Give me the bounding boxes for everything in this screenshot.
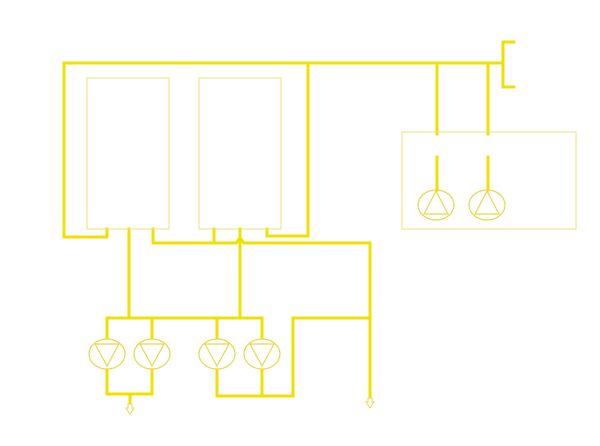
tank-1 xyxy=(86,77,170,230)
outlets xyxy=(125,397,375,415)
pump-4 xyxy=(243,338,281,370)
pump-down-triangle-icon xyxy=(93,343,121,368)
bypass-pipe xyxy=(291,316,372,398)
pump-1 xyxy=(88,338,126,370)
pump-down-triangle-icon xyxy=(248,343,276,368)
pump-up-triangle-icon xyxy=(423,189,449,215)
pump-5 xyxy=(417,189,455,221)
pump-down-triangle-icon xyxy=(138,343,166,368)
pump-casing xyxy=(198,338,236,370)
pump-3 xyxy=(198,338,236,370)
pump-casing xyxy=(243,338,281,370)
left-loop-pipe xyxy=(62,61,109,239)
inlet-bracket xyxy=(501,40,516,89)
pipe-network xyxy=(62,40,516,404)
pump-up-triangle-icon xyxy=(474,189,500,215)
tank-loop-right-pipe xyxy=(265,61,310,238)
pumps xyxy=(88,189,506,370)
cabinet xyxy=(401,131,577,230)
arrow-down-icon xyxy=(365,397,375,409)
pump-casing xyxy=(88,338,126,370)
pump-down-triangle-icon xyxy=(203,343,231,368)
pump-6 xyxy=(468,189,506,221)
arrow-down-icon xyxy=(125,403,135,415)
pump-casing xyxy=(417,189,455,221)
tank-2 xyxy=(198,77,282,230)
equipment xyxy=(86,77,577,230)
discharge-left xyxy=(105,368,154,396)
pump-2 xyxy=(133,338,171,370)
pump-casing xyxy=(133,338,171,370)
discharge-right xyxy=(215,368,295,398)
pump-casing xyxy=(468,189,506,221)
